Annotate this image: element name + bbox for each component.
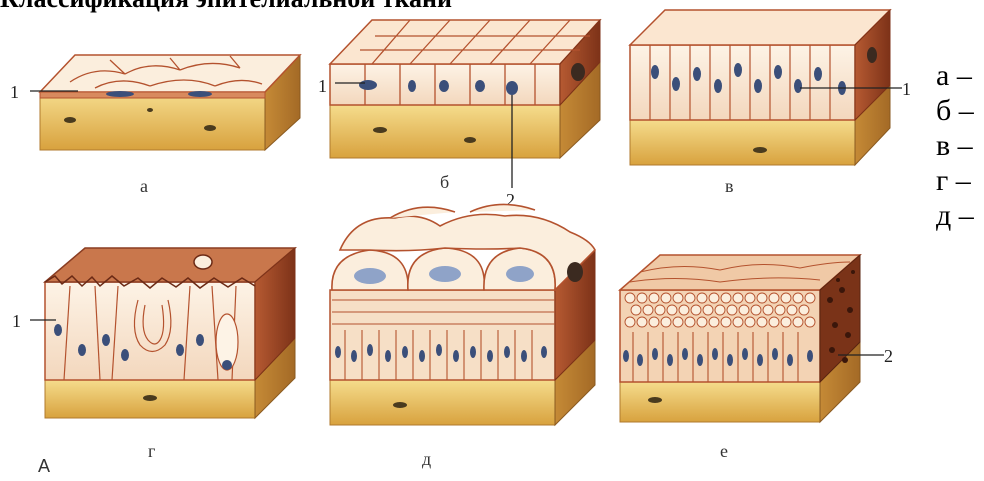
panel-label-a: а (140, 176, 148, 196)
legend-item-b: б – (936, 93, 974, 128)
panel-e-transitional: д (330, 204, 595, 469)
legend-item-d: г – (936, 163, 974, 198)
panel-f-stratified-squamous: 2 е (620, 255, 893, 461)
panel-label-c: в (725, 176, 734, 196)
panel-d-pseudostratified: 1 г (12, 248, 295, 461)
panel-c-callout-1: 1 (902, 79, 911, 99)
panel-label-f: е (720, 441, 728, 461)
legend: а – б – в – г – д – (936, 58, 974, 233)
panel-label-d: г (148, 441, 155, 461)
panel-label-e: д (422, 449, 431, 469)
panel-b-simple-cuboidal: 1 2 б (318, 20, 600, 210)
legend-item-a: а – (936, 58, 974, 93)
legend-item-c: в – (936, 128, 974, 163)
panel-b-callout-1: 1 (318, 76, 327, 96)
panel-d-callout-1: 1 (12, 311, 21, 331)
panel-f-callout-2: 2 (884, 346, 893, 366)
panel-a-callout-1: 1 (10, 82, 19, 102)
panel-label-b: б (440, 172, 449, 192)
panel-a-simple-squamous: 1 а (10, 55, 300, 196)
legend-item-e: д – (936, 198, 974, 233)
figure-corner-label: А (38, 456, 50, 476)
panel-c-simple-columnar: 1 в (630, 10, 911, 196)
